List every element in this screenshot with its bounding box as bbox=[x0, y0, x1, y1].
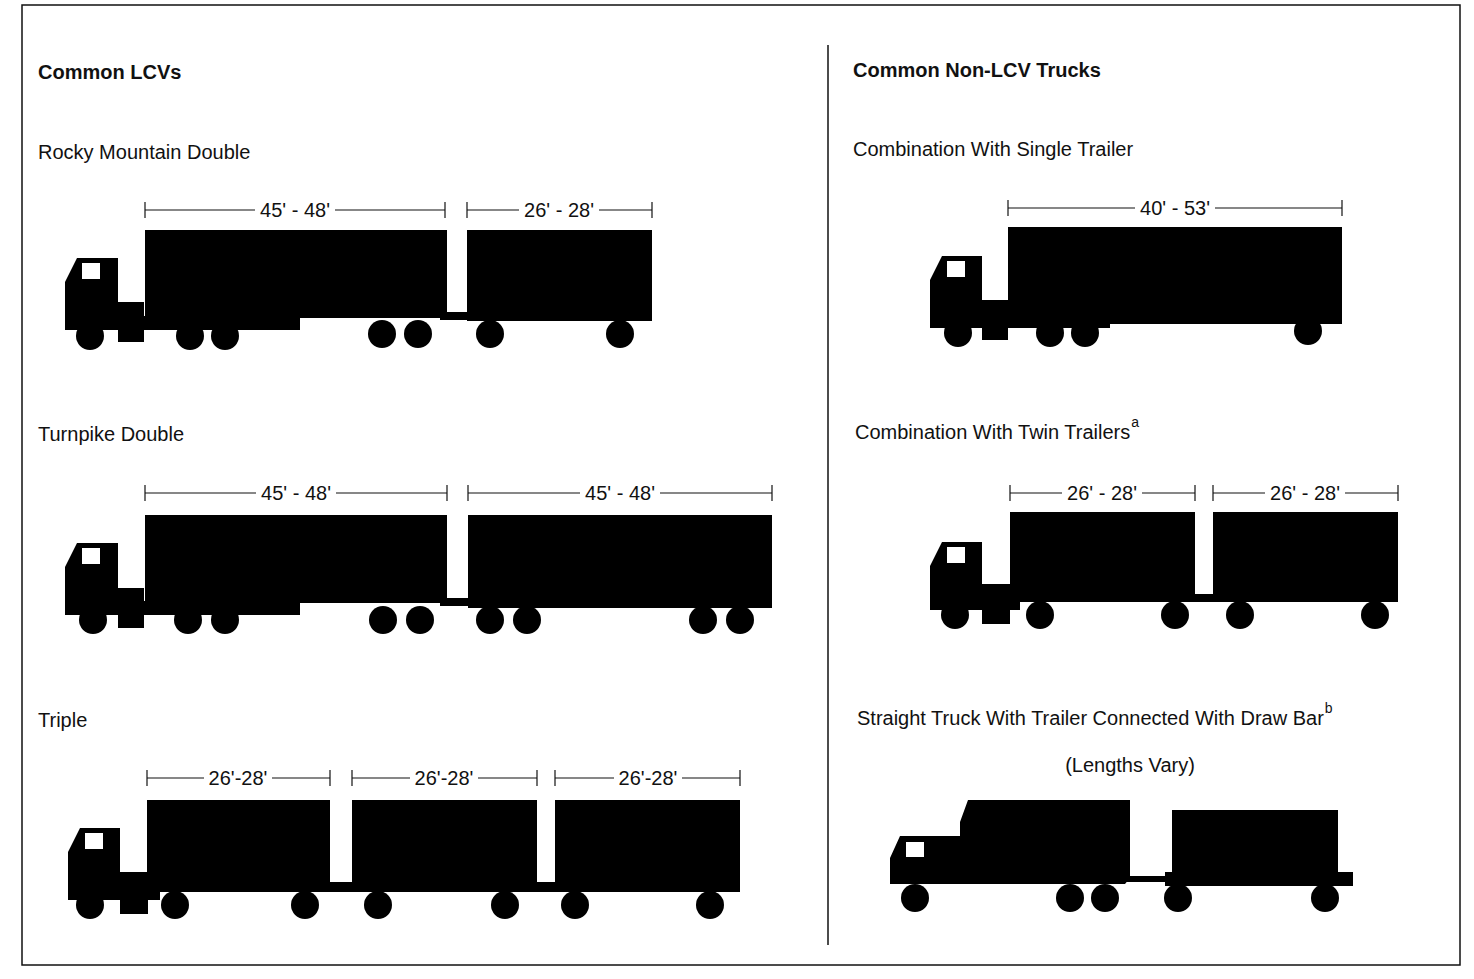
note-text: (Lengths Vary) bbox=[1065, 753, 1195, 777]
footnote-mark: b bbox=[1325, 700, 1333, 716]
dimension-label: 26'-28' bbox=[410, 766, 479, 790]
truck-name: Rocky Mountain Double bbox=[38, 140, 250, 164]
dimension-label: 45' - 48' bbox=[255, 198, 335, 222]
dimension-label: 26' - 28' bbox=[519, 198, 599, 222]
dimension-label: 40' - 53' bbox=[1135, 196, 1215, 220]
dimension-label: 26' - 28' bbox=[1062, 481, 1142, 505]
panel-heading: Common Non-LCV Trucks bbox=[853, 58, 1101, 82]
truck-name: Combination With Single Trailer bbox=[853, 137, 1133, 161]
panel-heading: Common LCVs bbox=[38, 60, 181, 84]
dimension-label: 26'-28' bbox=[204, 766, 273, 790]
dimension-label: 26' - 28' bbox=[1265, 481, 1345, 505]
truck-name: Combination With Twin Trailers bbox=[855, 420, 1130, 444]
footnote-mark: a bbox=[1131, 414, 1139, 430]
dimension-label: 45' - 48' bbox=[580, 481, 660, 505]
dimension-label: 26'-28' bbox=[614, 766, 683, 790]
truck-name: Triple bbox=[38, 708, 87, 732]
truck-name: Straight Truck With Trailer Connected Wi… bbox=[857, 706, 1324, 730]
truck-name: Turnpike Double bbox=[38, 422, 184, 446]
dimension-label: 45' - 48' bbox=[256, 481, 336, 505]
